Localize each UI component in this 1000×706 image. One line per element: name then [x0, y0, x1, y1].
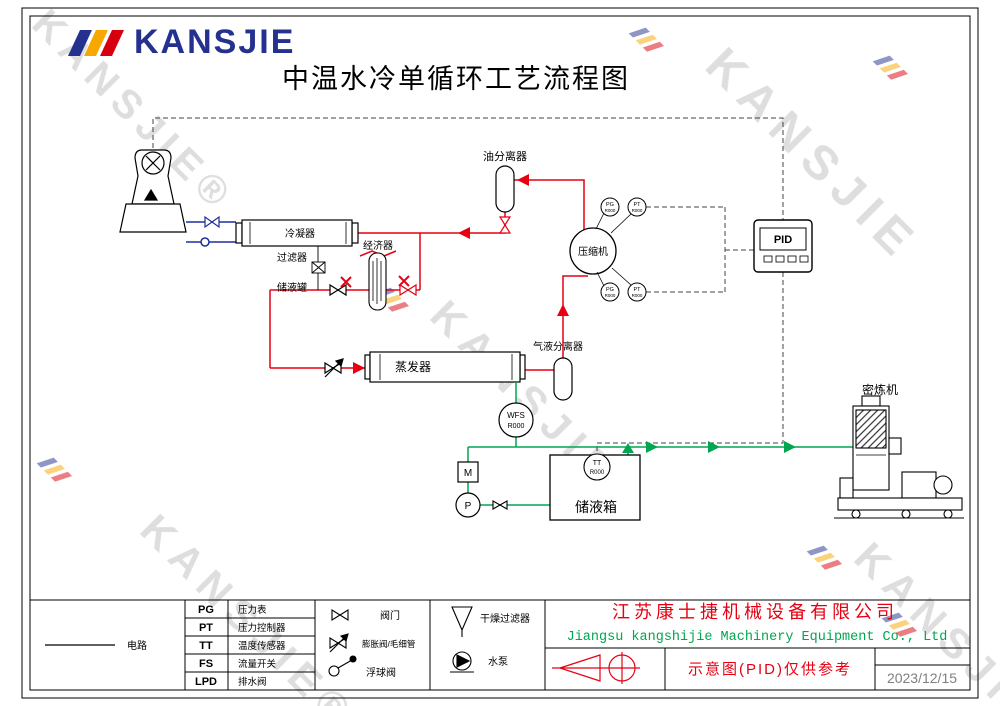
- evaporator-label: 蒸发器: [395, 359, 431, 374]
- company-name-cn: 江苏康士捷机械设备有限公司: [612, 602, 898, 622]
- economizer: [368, 252, 387, 311]
- tt-gauge: TT R000: [583, 453, 611, 481]
- diagram-title: 中温水冷单循环工艺流程图: [282, 64, 630, 94]
- wfs-gauge: WFS R000: [498, 402, 534, 438]
- note-text: 示意图(PID)仅供参考: [688, 660, 852, 678]
- legend-filter-pump: 干燥过滤器 水泵: [450, 606, 530, 673]
- compressor: [569, 227, 617, 275]
- gauge-pg-top: PG R000: [600, 197, 620, 217]
- water-pump-label: 水泵: [488, 656, 508, 668]
- svg-text:R000: R000: [508, 423, 525, 430]
- compressor-label: 压缩机: [578, 245, 608, 258]
- gauge-stems: [595, 212, 632, 287]
- valve-symbol: [331, 609, 349, 621]
- gas-liquid-separator-label: 气液分离器: [533, 340, 583, 353]
- legend-abbr: TT: [199, 640, 213, 652]
- legend-abbr: PG: [198, 604, 214, 616]
- projection-symbol: [552, 652, 640, 684]
- pid-controller: [753, 219, 813, 273]
- pid-label: PID: [774, 234, 792, 246]
- condenser: [235, 219, 359, 247]
- legend-abbr-table: PG PT TT FS LPD 压力表 压力控制器 温度传感器 流量开关 排水阀: [195, 604, 286, 688]
- logo-stripe-orange: [84, 30, 108, 56]
- mixer-machine: [834, 395, 964, 519]
- oil-separator: [495, 165, 515, 213]
- gauge-pt-top: PT R000: [627, 197, 647, 217]
- gauge-pg-bottom: PG R000: [600, 282, 620, 302]
- logo-stripe-blue: [68, 30, 92, 56]
- receiver-label: 储液罐: [277, 281, 307, 294]
- legend-label: 压力表: [238, 604, 267, 616]
- svg-text:R000: R000: [632, 293, 643, 298]
- svg-text:PT: PT: [633, 287, 641, 293]
- cooling-tower: [119, 149, 187, 233]
- valve-label: 阀门: [380, 609, 400, 622]
- pump: P: [455, 492, 481, 518]
- legend-label: 温度传感器: [238, 640, 286, 652]
- flow-arrows-red: [353, 174, 569, 374]
- tower-arrow-icon: [143, 188, 159, 201]
- expansion-valve-symbol: [329, 633, 349, 653]
- cooling-water-valve: [204, 215, 220, 229]
- float-valve-label: 浮球阀: [366, 666, 396, 679]
- legend-abbr: LPD: [195, 676, 217, 688]
- legend-label: 排水阀: [238, 676, 267, 688]
- svg-text:R000: R000: [605, 293, 616, 298]
- condenser-label: 冷凝器: [285, 227, 315, 240]
- svg-text:R000: R000: [632, 208, 643, 213]
- svg-text:WFS: WFS: [507, 411, 525, 420]
- logo-stripe-red: [100, 30, 124, 56]
- svg-text:PG: PG: [606, 287, 614, 293]
- filter-symbol: [311, 246, 326, 290]
- svg-text:P: P: [465, 501, 472, 512]
- svg-text:M: M: [464, 468, 472, 479]
- svg-text:PT: PT: [633, 202, 641, 208]
- oil-separator-label: 油分离器: [483, 149, 527, 163]
- refrigerant-valves: [324, 216, 512, 378]
- water-pump-symbol: [450, 651, 474, 673]
- svg-text:储液箱: 储液箱: [575, 499, 617, 515]
- svg-text:电路: 电路: [127, 639, 147, 652]
- legend-label: 流量开关: [238, 658, 277, 670]
- expansion-valve: [324, 358, 344, 378]
- company-name-en: Jiangsu kangshijie Machinery Equipment C…: [567, 630, 948, 645]
- svg-text:R000: R000: [590, 470, 605, 476]
- gas-liquid-separator: [553, 357, 573, 401]
- legend-abbr: FS: [199, 658, 213, 670]
- mixer-label: 密炼机: [862, 382, 898, 397]
- drawing-frame: [21, 7, 979, 699]
- expansion-valve-label: 膨胀阀/毛细管: [362, 639, 415, 649]
- evaporator: [364, 351, 526, 383]
- dry-filter-label: 干燥过滤器: [480, 612, 530, 625]
- float-valve-symbol: [328, 655, 357, 677]
- legend-label: 压力控制器: [238, 622, 286, 634]
- legend-circuit: 电路: [45, 639, 147, 652]
- filter-label: 过滤器: [277, 251, 307, 264]
- title-block-grid: [30, 599, 970, 690]
- brand-logo: KANSJIE: [68, 23, 295, 61]
- flow-arrows-green: [622, 441, 796, 453]
- legend-valves: 阀门 膨胀阀/毛细管 浮球阀: [328, 609, 415, 679]
- motor-box: M: [457, 461, 479, 483]
- brand-name: KANSJIE: [134, 23, 295, 61]
- date-text: 2023/12/15: [887, 670, 957, 686]
- svg-text:R000: R000: [605, 208, 616, 213]
- legend-abbr: PT: [199, 622, 213, 634]
- svg-text:PG: PG: [606, 202, 614, 208]
- dry-filter-symbol: [451, 606, 473, 637]
- control-signal-lines: [152, 117, 784, 454]
- gauge-pt-bottom: PT R000: [627, 282, 647, 302]
- svg-text:TT: TT: [593, 460, 602, 467]
- water-valve: [492, 500, 508, 510]
- economizer-label: 经济器: [363, 239, 393, 252]
